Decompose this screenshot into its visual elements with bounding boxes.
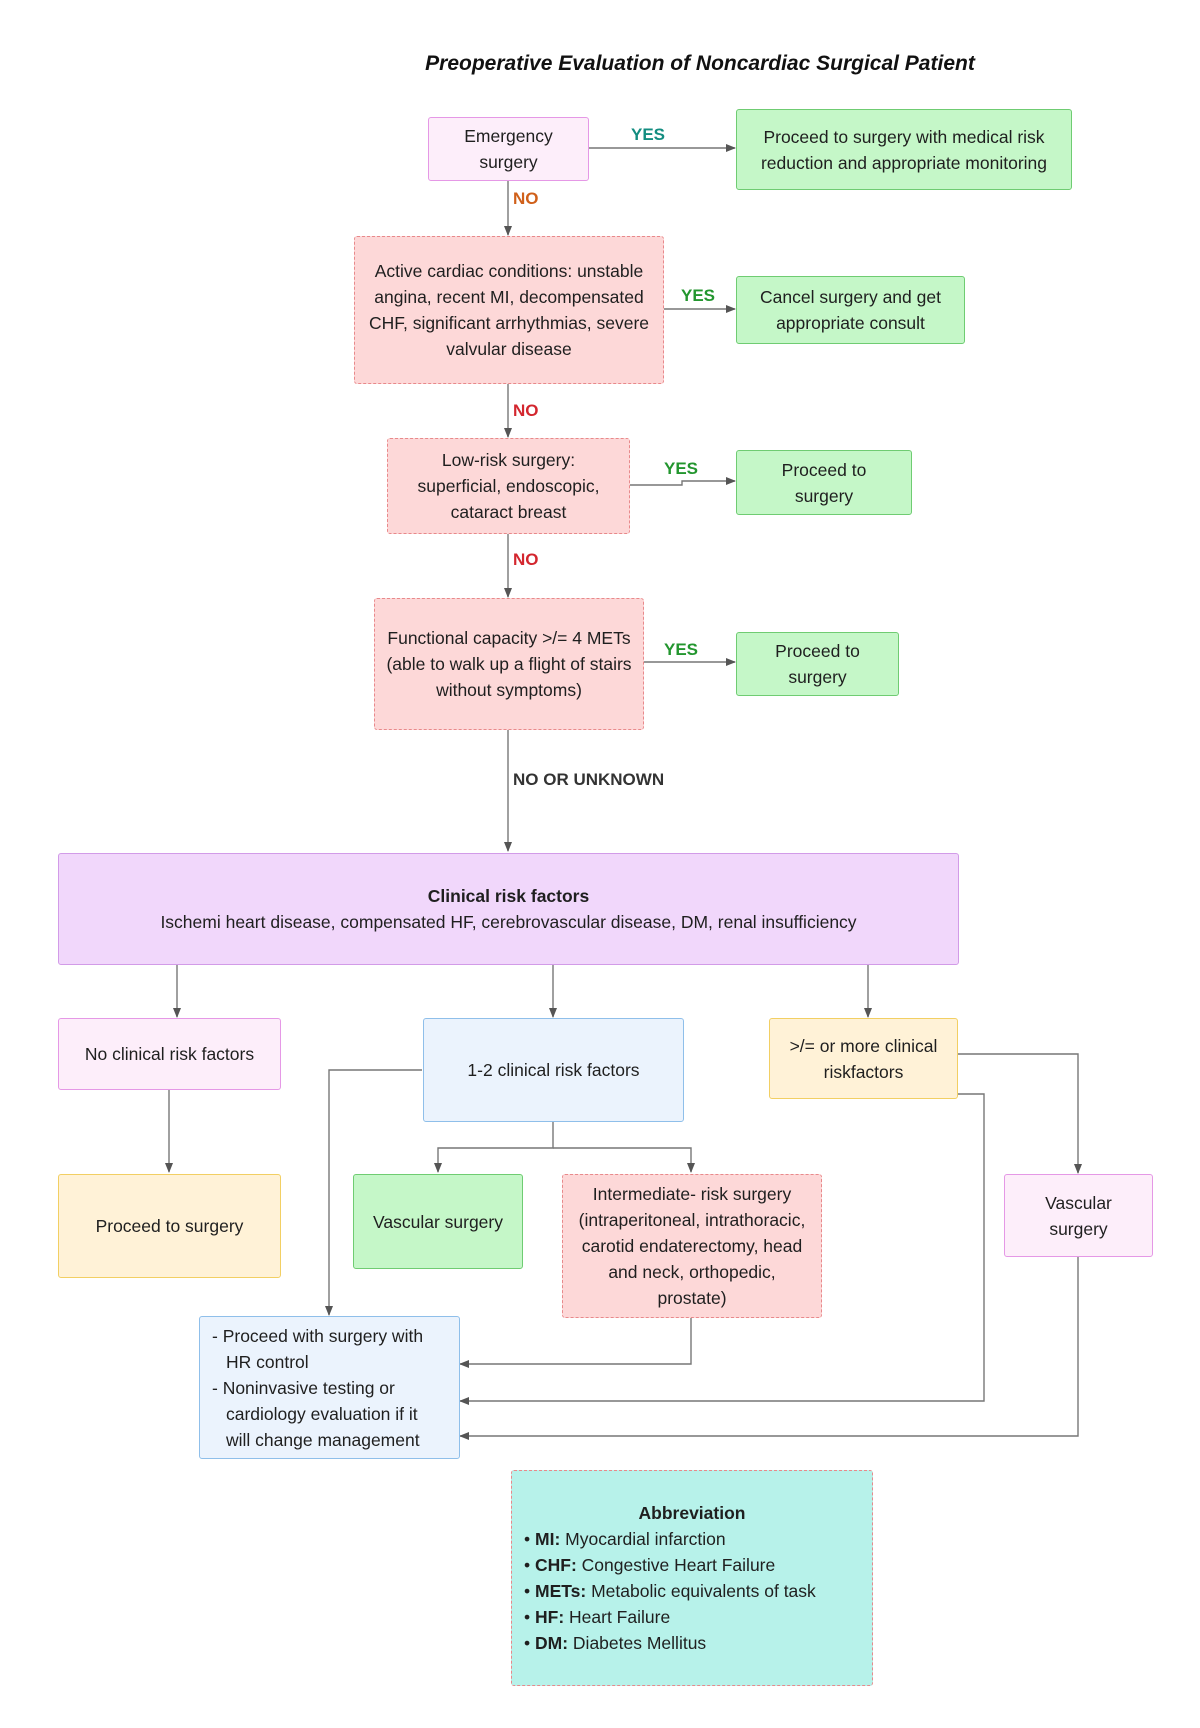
edge-intermediate-outcome [459, 1317, 692, 1368]
node-emergency-surgery: Emergency surgery [428, 117, 589, 181]
outcome-line-2: - Noninvasive testing or [212, 1377, 395, 1398]
label-no-emergency: NO [513, 189, 539, 208]
abbreviation-item-mets: • METs: Metabolic equivalents of task [524, 1581, 816, 1601]
label-no-lowrisk: NO [513, 550, 539, 569]
outcome-line-2c: will change management [226, 1429, 420, 1450]
edge-three-outcome [459, 1093, 985, 1405]
clinical-risk-description: Ischemi heart disease, compensated HF, c… [160, 912, 857, 932]
node-vascular-surgery-1: Vascular surgery [353, 1174, 523, 1269]
label-yes-emergency: YES [631, 125, 666, 144]
label-no-or-unknown: NO OR UNKNOWN [513, 770, 665, 789]
edge-three-vascular [957, 1053, 1082, 1174]
edge-onetwo-intermediate [553, 1147, 695, 1173]
node-proceed-to-surgery-2: Proceed to surgery [736, 632, 899, 696]
node-proceed-to-surgery-3: Proceed to surgery [58, 1174, 281, 1278]
abbreviation-item-chf: • CHF: Congestive Heart Failure [524, 1555, 776, 1575]
node-one-two-risk: 1-2 clinical risk factors [423, 1018, 684, 1122]
outcome-line-2b: cardiology evaluation if it [226, 1403, 418, 1424]
node-low-risk-surgery: Low-risk surgery: superficial, endoscopi… [387, 438, 630, 534]
label-yes-functional: YES [664, 640, 699, 659]
node-no-clinical-risk: No clinical risk factors [58, 1018, 281, 1090]
abbreviation-item-mi: • MI: Myocardial infarction [524, 1529, 726, 1549]
edge-onetwo-outcome [325, 1069, 422, 1316]
node-functional-capacity: Functional capacity >/= 4 METs (able to … [374, 598, 644, 730]
edge-lowrisk-yes [629, 477, 736, 486]
abbreviation-item-dm: • DM: Diabetes Mellitus [524, 1633, 707, 1653]
diagram-title: Preoperative Evaluation of Noncardiac Su… [425, 52, 975, 75]
abbreviation-item-hf: • HF: Heart Failure [524, 1607, 671, 1627]
node-intermediate-risk: Intermediate- risk surgery (intraperiton… [562, 1174, 822, 1318]
label-no-cardiac: NO [513, 401, 539, 420]
node-vascular-surgery-2: Vascular surgery [1004, 1174, 1153, 1257]
abbreviation-title: Abbreviation [638, 1503, 746, 1523]
node-proceed-medical-risk: Proceed to surgery with medical risk red… [736, 109, 1072, 190]
label-yes-cardiac: YES [681, 286, 716, 305]
node-outcome-management: - Proceed with surgery with HR control -… [199, 1316, 460, 1459]
node-active-cardiac: Active cardiac conditions: unstable angi… [354, 236, 664, 384]
edge-vascular-outcome [459, 1256, 1079, 1440]
node-three-or-more-risk: >/= or more clinical riskfactors [769, 1018, 958, 1099]
node-clinical-risk-factors: Clinical risk factors Ischemi heart dise… [58, 853, 959, 965]
outcome-line-1b: HR control [226, 1351, 309, 1372]
edge-onetwo-vascular [434, 1120, 554, 1173]
outcome-line-1: - Proceed with surgery with [212, 1325, 424, 1346]
node-proceed-to-surgery-1: Proceed to surgery [736, 450, 912, 515]
clinical-risk-title: Clinical risk factors [427, 886, 590, 906]
label-yes-lowrisk: YES [664, 459, 699, 478]
abbreviation-box: Abbreviation • MI: Myocardial infarction… [511, 1470, 873, 1686]
node-cancel-surgery: Cancel surgery and get appropriate consu… [736, 276, 965, 344]
